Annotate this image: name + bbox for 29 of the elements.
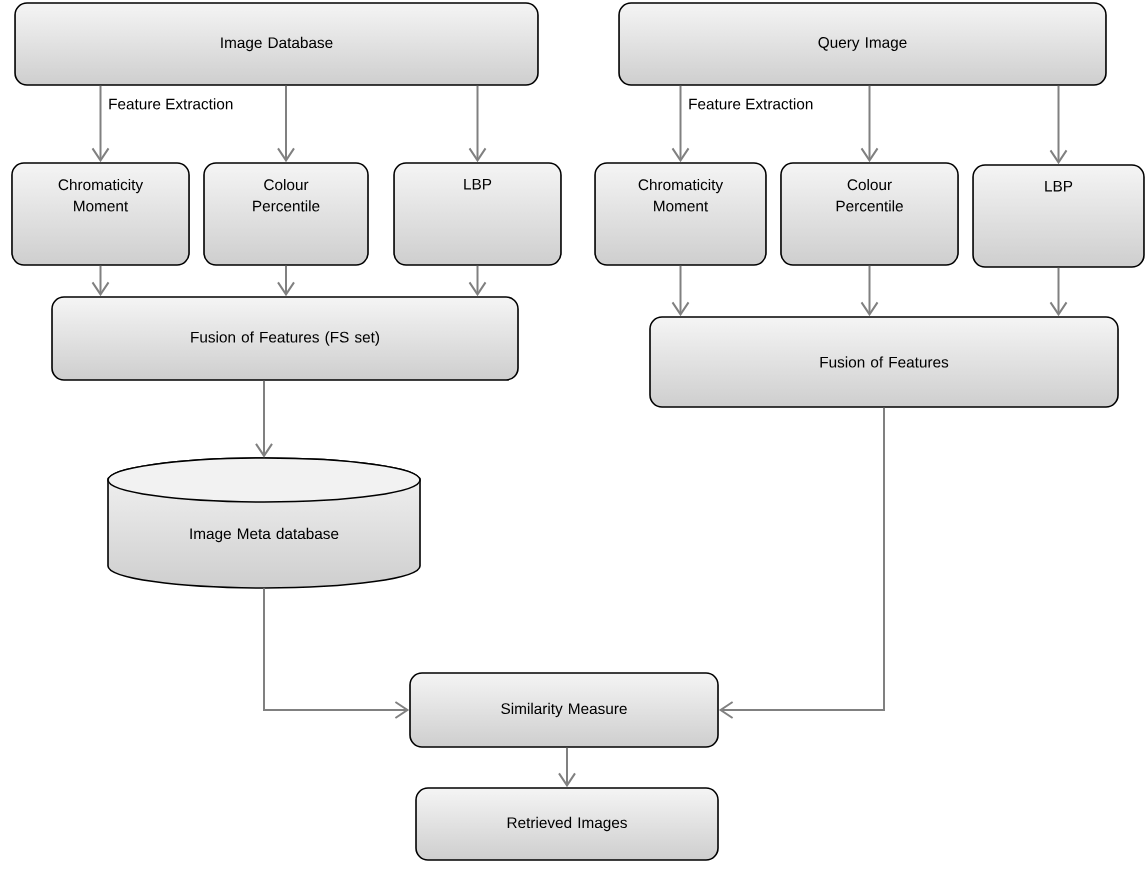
arrow: [277, 84, 295, 163]
arrow: [671, 84, 690, 163]
arrow: [91, 264, 110, 297]
arrow: [255, 379, 273, 458]
process-box: Retrieved Images: [415, 787, 719, 861]
arrow: [718, 406, 885, 719]
arrow: [263, 587, 410, 719]
process-box: Chromaticity Moment: [594, 162, 767, 266]
arrow: [468, 84, 487, 163]
process-box: Image Database: [14, 2, 539, 86]
arrow: [860, 264, 879, 317]
process-box: Similarity Measure: [409, 672, 719, 748]
arrow: [1049, 84, 1068, 165]
arrow: [860, 84, 879, 163]
database-cylinder: Image Meta database: [107, 457, 421, 589]
arrow: [1049, 266, 1068, 317]
process-box: Colour Percentile: [780, 162, 959, 266]
process-box: Fusion of Features (FS set): [51, 296, 519, 381]
process-box: Chromaticity Moment: [11, 162, 190, 266]
process-box: Colour Percentile: [203, 162, 369, 266]
process-box: LBP: [393, 162, 562, 266]
arrow: [558, 746, 576, 788]
process-box: LBP: [972, 164, 1145, 268]
process-box: Fusion of Features: [649, 316, 1119, 408]
process-box: Query Image: [618, 2, 1107, 86]
arrow: [91, 84, 110, 163]
arrow: [468, 264, 487, 297]
arrow: [277, 264, 295, 297]
arrow: [671, 264, 690, 317]
